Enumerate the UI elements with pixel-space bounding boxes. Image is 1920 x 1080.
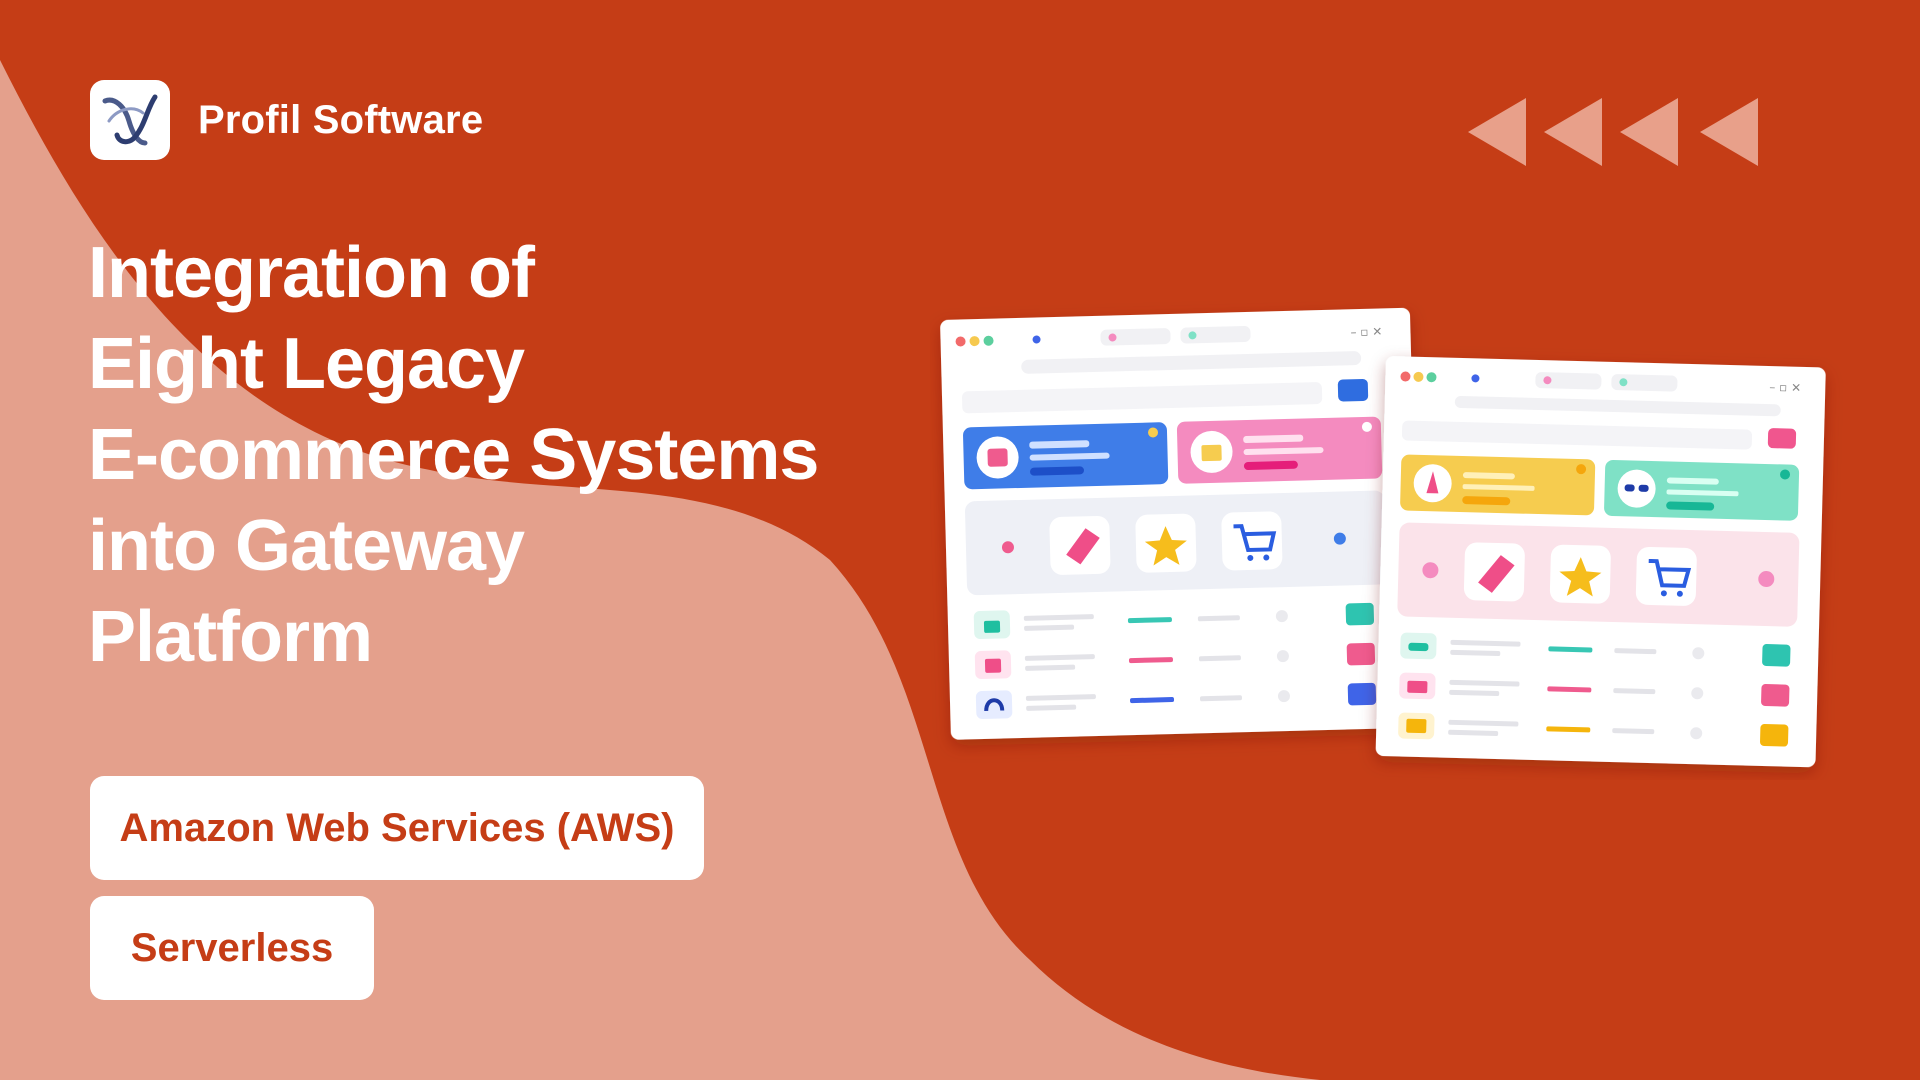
headline-line: E-commerce Systems <box>88 415 819 495</box>
headline-line: Platform <box>88 597 373 677</box>
browser-window-front: – ▫ ✕ <box>1375 356 1826 768</box>
svg-text:– ▫ ✕: – ▫ ✕ <box>1769 380 1801 395</box>
headline-line: Integration of <box>88 233 535 313</box>
page-title: Integration of Eight Legacy E-commerce S… <box>88 228 819 683</box>
headline-line: Eight Legacy <box>88 324 525 404</box>
profil-software-logo-icon <box>90 80 170 160</box>
ecommerce-browser-windows-illustration: – ▫ ✕ <box>940 307 1826 768</box>
brand-name: Profil Software <box>198 97 484 142</box>
svg-text:– ▫ ✕: – ▫ ✕ <box>1350 324 1382 339</box>
tag-serverless: Serverless <box>90 896 374 1000</box>
headline-line: into Gateway <box>88 506 525 586</box>
rewind-arrows-icon <box>1468 98 1758 166</box>
browser-window-back: – ▫ ✕ <box>940 307 1421 740</box>
tag-aws: Amazon Web Services (AWS) <box>90 776 704 880</box>
brand-header: Profil Software <box>90 80 483 160</box>
